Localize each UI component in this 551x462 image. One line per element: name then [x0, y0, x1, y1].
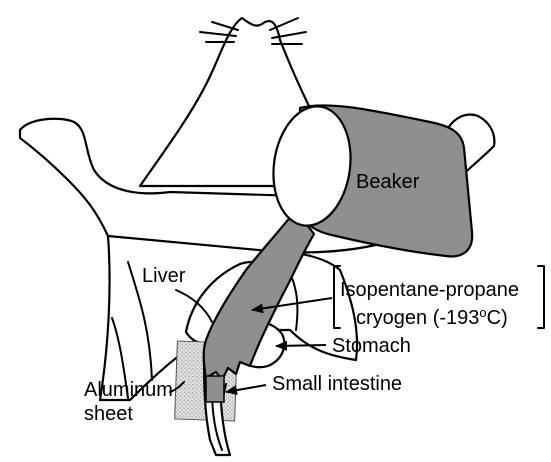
label-aluminum-line2: sheet — [84, 403, 133, 425]
label-aluminum-line1: Aluminum — [84, 379, 173, 401]
label-cryogen-line2: cryogen (-193oC) — [356, 305, 508, 329]
cryogen-bracket-right — [538, 266, 544, 328]
label-small-intestine: Small intestine — [272, 373, 402, 395]
label-cryogen-line1: Isopentane-propane — [340, 279, 519, 301]
cryogen-pool — [206, 376, 224, 402]
label-liver: Liver — [142, 265, 186, 287]
label-cryogen-prefix: cryogen (-193 — [356, 307, 479, 329]
label-stomach: Stomach — [332, 335, 411, 357]
label-cryogen-suffix: C) — [487, 307, 508, 329]
label-beaker: Beaker — [356, 171, 420, 193]
arrow-stomach — [276, 345, 326, 346]
label-cryogen-degree: o — [479, 305, 486, 320]
